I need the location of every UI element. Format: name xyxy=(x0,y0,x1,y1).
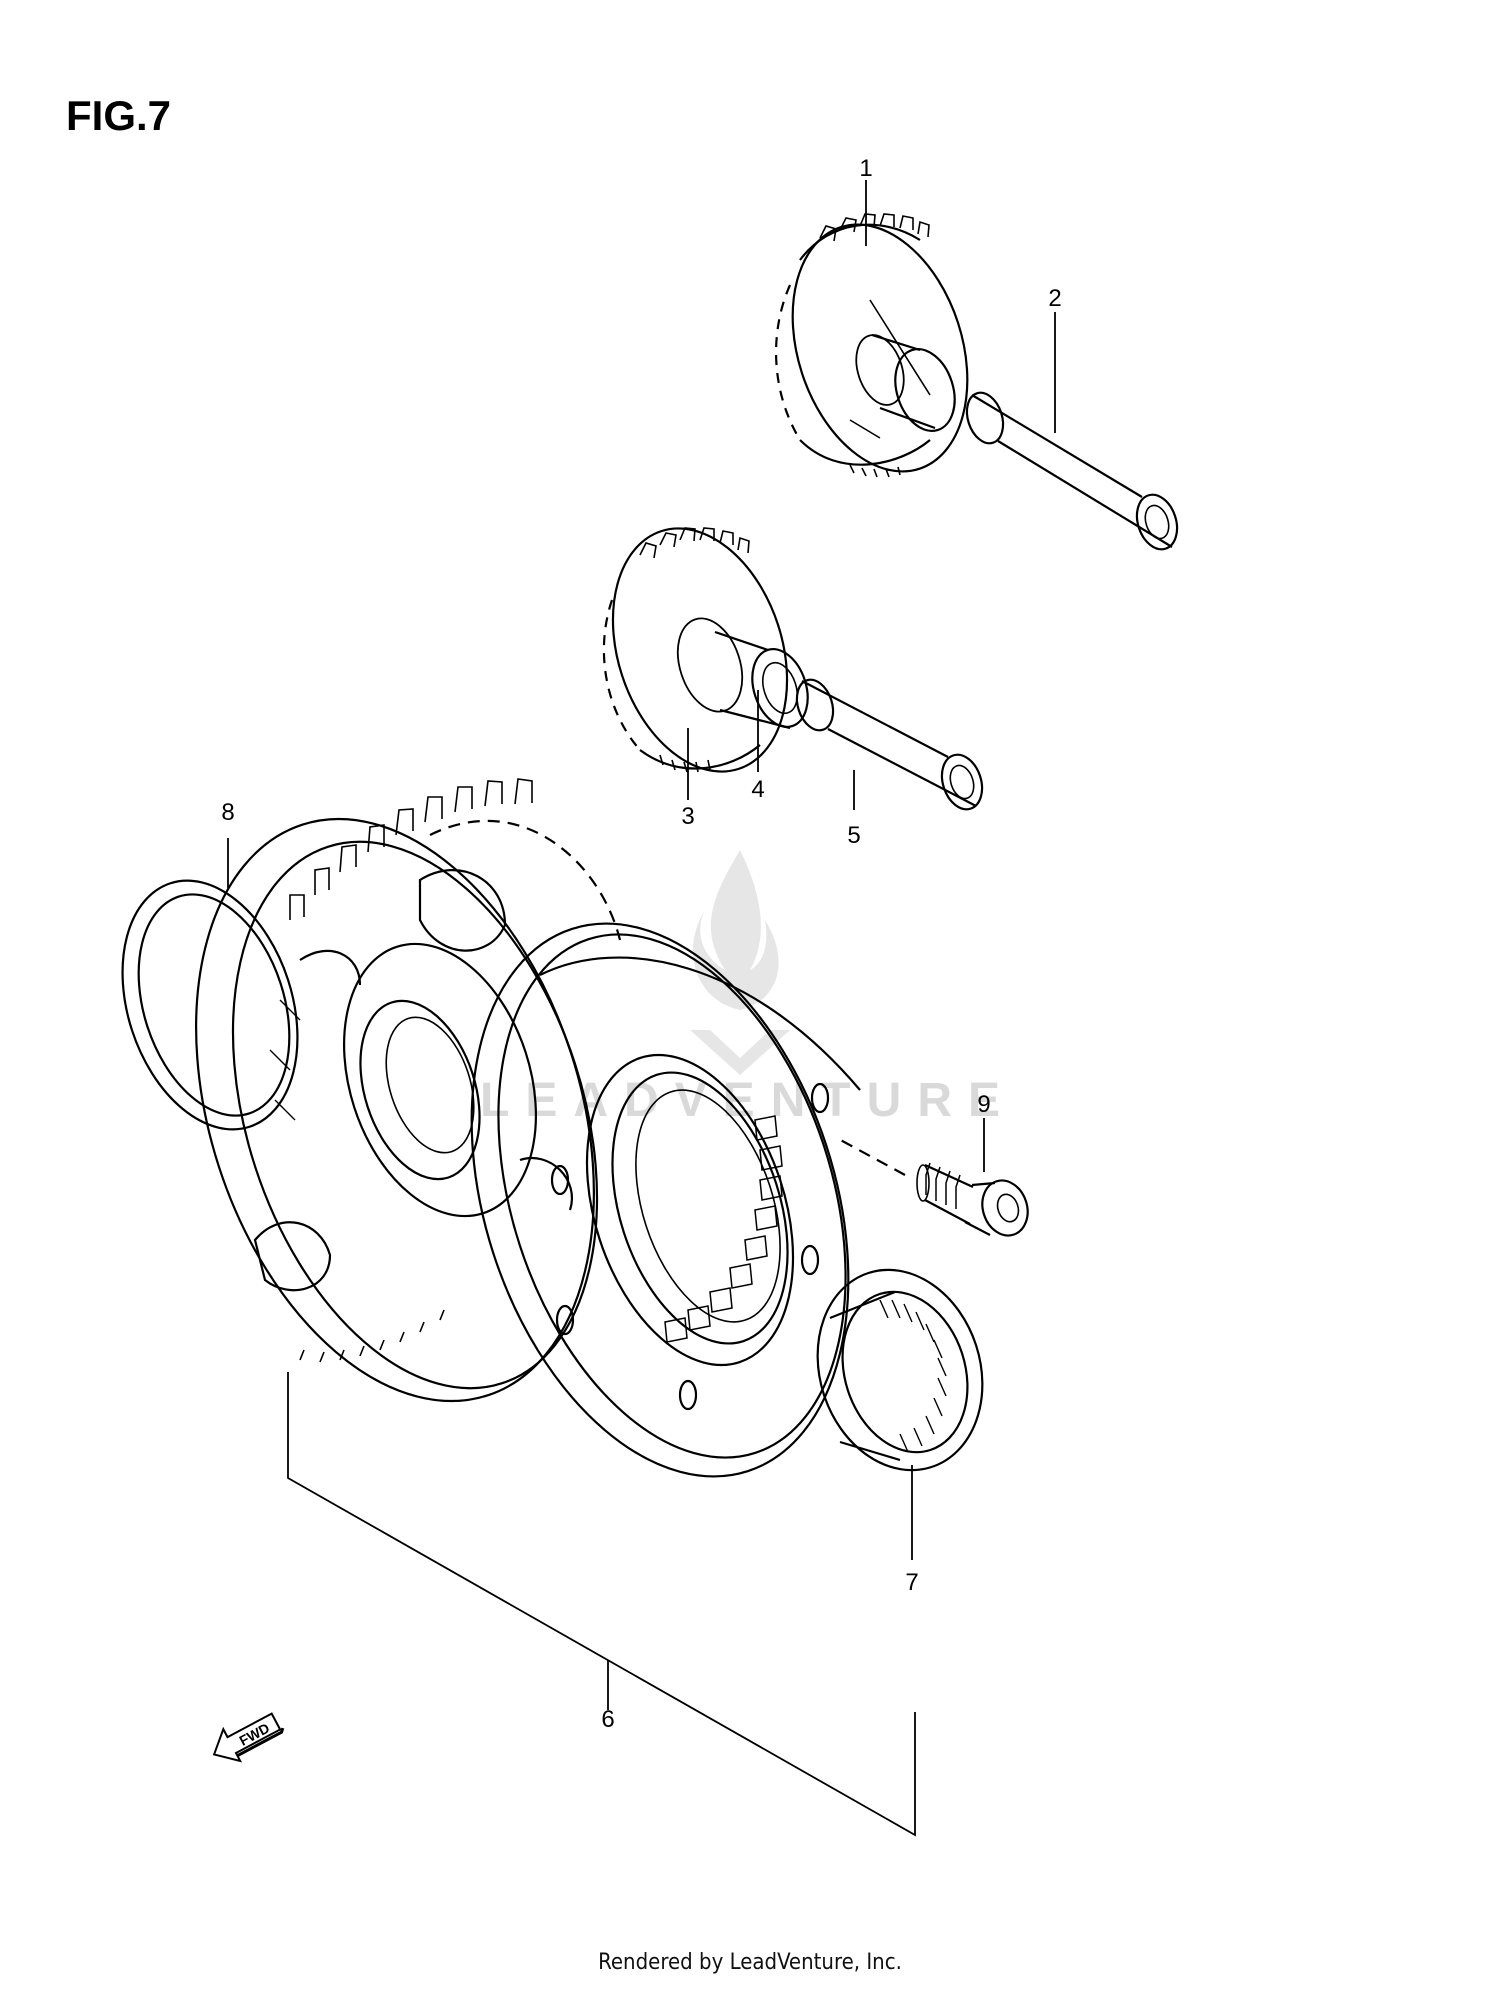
figure-title: FIG.7 xyxy=(66,92,172,139)
watermark-text: LEADVENTURE xyxy=(480,1074,1017,1127)
callout-5: 5 xyxy=(847,822,860,849)
callout-9: 9 xyxy=(977,1091,990,1118)
callout-4: 4 xyxy=(751,776,764,803)
part-3-gear xyxy=(602,527,789,773)
part-1-gear xyxy=(774,213,969,478)
part-4-bushing xyxy=(714,630,809,730)
part-6-clutch xyxy=(470,922,861,1478)
callout-8: 8 xyxy=(221,799,234,826)
part-9-bolt xyxy=(834,1136,1029,1237)
part-8-ring xyxy=(121,879,299,1131)
callout-3: 3 xyxy=(681,803,694,830)
part-5-shaft xyxy=(795,678,984,811)
footer-credit: Rendered by LeadVenture, Inc. xyxy=(598,1950,902,1975)
fwd-arrow-icon: FWD xyxy=(212,1712,285,1763)
leader-lines xyxy=(227,180,1056,1837)
part-7-bearing xyxy=(816,1268,984,1472)
callout-7: 7 xyxy=(905,1569,918,1596)
callout-1: 1 xyxy=(859,155,872,182)
part-6-starter-gear xyxy=(195,778,622,1403)
callout-6: 6 xyxy=(601,1706,614,1733)
callout-2: 2 xyxy=(1048,285,1061,312)
part-2-shaft xyxy=(965,391,1179,551)
